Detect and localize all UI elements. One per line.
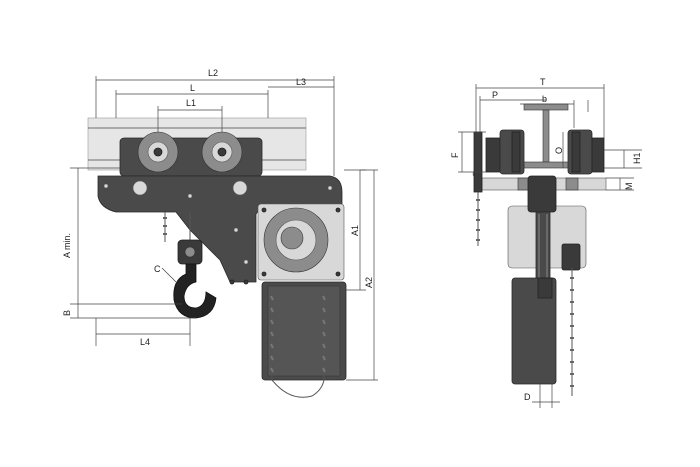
- front-view: [472, 103, 607, 396]
- label-P: P: [492, 90, 498, 100]
- side-dimensions: L2 L L3 L1 A min. B L4 C A1: [62, 68, 378, 381]
- side-plate: [97, 175, 343, 283]
- label-L1: L1: [186, 98, 196, 108]
- label-b: b: [542, 94, 547, 104]
- label-H1: H1: [632, 152, 642, 164]
- label-L3: L3: [296, 77, 306, 87]
- label-O: O: [554, 147, 564, 154]
- label-C: C: [154, 264, 161, 274]
- label-A2: A2: [364, 277, 374, 288]
- trolley-bracket-left: [485, 137, 501, 173]
- label-D: D: [524, 392, 531, 402]
- side-view: [87, 117, 347, 398]
- label-B: B: [62, 310, 72, 316]
- label-T: T: [540, 77, 546, 87]
- front-dimensions: T P b F O H1 M D: [450, 77, 642, 408]
- i-beam-top-flange: [523, 103, 569, 111]
- label-A1: A1: [350, 225, 360, 236]
- trolley-bracket-right: [591, 137, 605, 173]
- label-F: F: [450, 152, 460, 158]
- hook: [173, 263, 217, 319]
- front-chain-box: [511, 277, 557, 385]
- label-L: L: [190, 83, 195, 93]
- label-M: M: [624, 183, 634, 191]
- hand-chain: [269, 287, 325, 398]
- i-beam-web: [542, 109, 550, 163]
- label-L4: L4: [140, 337, 150, 347]
- label-A-min: A min.: [62, 233, 72, 258]
- label-L2: L2: [208, 68, 218, 78]
